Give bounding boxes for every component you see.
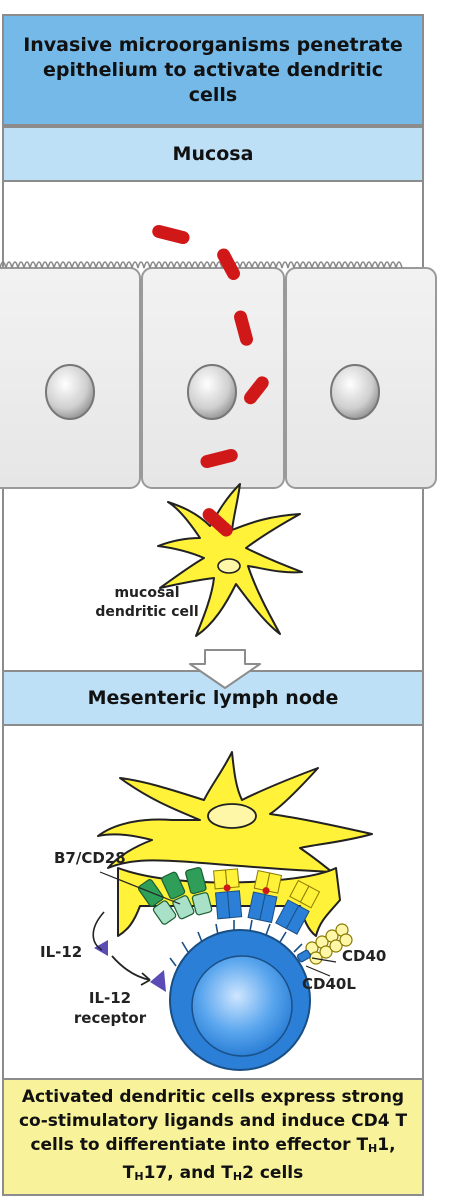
cd4-t-cell [169, 919, 311, 1071]
nucleus-right [330, 364, 380, 420]
figure-title-text: Invasive microorganisms penetrate epithe… [23, 33, 403, 106]
tcr-mhc-pairs [213, 868, 321, 935]
il12-signal [92, 911, 166, 992]
bacterium-5 [200, 448, 238, 469]
bacterium-4 [244, 376, 269, 405]
dc-nucleus [217, 558, 241, 574]
b7-cd28-pairs [137, 866, 213, 925]
cd40l-label: CD40L [302, 975, 356, 993]
mucosa-label: Mucosa [172, 143, 254, 165]
cd40-label: CD40 [342, 947, 387, 965]
invading-bacteria [152, 224, 269, 469]
footer-th1: 1, [377, 1135, 396, 1155]
il12-label: IL-12 [40, 943, 83, 961]
bacterium-1 [152, 224, 190, 245]
bacterium-2 [217, 248, 240, 281]
footer-caption-text: Activated dendritic cells express strong… [18, 1087, 408, 1183]
footer-th2: 2 cells [242, 1163, 304, 1183]
b7-cd28-label: B7/CD28 [54, 849, 126, 867]
bacterium-3 [234, 310, 253, 346]
microvilli-border [0, 261, 403, 269]
engulfed-bacterium [202, 508, 233, 537]
nucleus-middle [187, 364, 237, 420]
figure-title: Invasive microorganisms penetrate epithe… [2, 14, 424, 126]
footer-line-1: Activated dendritic cells express strong… [18, 1087, 408, 1155]
nucleus-left [45, 364, 95, 420]
activated-dc-nucleus [207, 803, 257, 829]
il12-receptor-shape [150, 970, 166, 992]
il12-cytokine [94, 940, 108, 956]
t-cell-microvilli [169, 919, 303, 967]
footer-caption: Activated dendritic cells express strong… [2, 1078, 424, 1196]
migration-arrow [189, 649, 261, 689]
lymph-node-label: Mesenteric lymph node [87, 687, 339, 709]
cd40-cd40l-cluster [296, 923, 353, 965]
il12-receptor-label: IL-12 receptor [73, 989, 147, 1027]
mucosal-dendritic-cell [157, 483, 303, 637]
leader-lines [99, 871, 337, 977]
footer-th17: 17, and [143, 1163, 216, 1183]
epithelial-cells [0, 261, 437, 489]
mucosal-dc-label: mucosal dendritic cell [95, 585, 199, 620]
t-cell-nucleus [191, 955, 293, 1057]
mucosa-section-header: Mucosa [2, 126, 424, 182]
